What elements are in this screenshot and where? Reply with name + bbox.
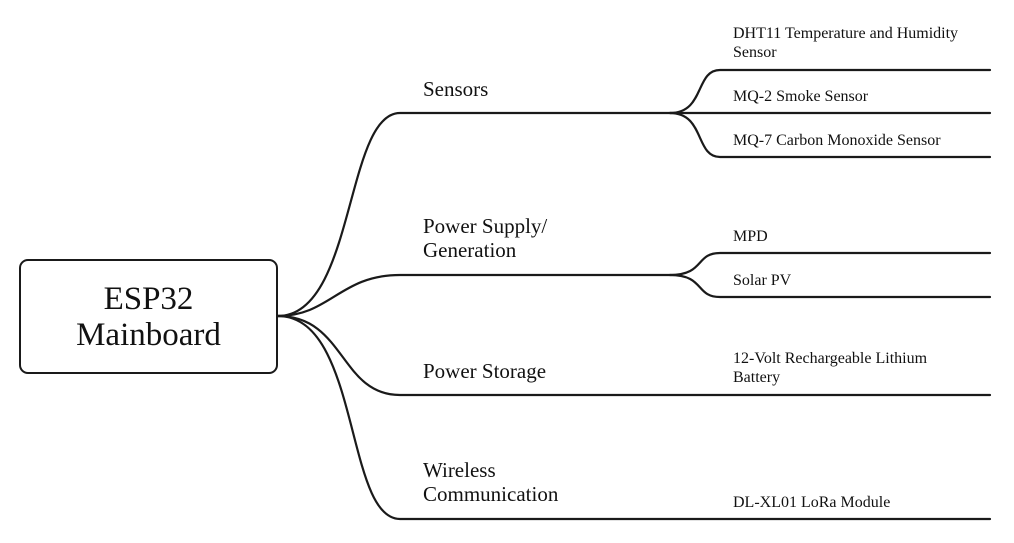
leaf-label-line1: Solar PV: [733, 272, 792, 289]
edge-power-mpd: [668, 251, 992, 277]
edge-power-solar: [668, 273, 992, 299]
branch-label-line1: Power Storage: [423, 359, 547, 383]
edge-sensors-dht11: [668, 68, 992, 115]
leaf-label-line1: 12-Volt Rechargeable Lithium: [733, 350, 928, 367]
branch-wireless: Wireless Communication: [423, 458, 558, 506]
leaf-label-line1: DL-XL01 LoRa Module: [733, 494, 891, 511]
leaf-label-line2: Battery: [733, 369, 781, 386]
branch-label-line1: Wireless: [423, 458, 496, 482]
leaf-label-line2: Sensor: [733, 44, 777, 61]
branch-sensors: Sensors: [423, 77, 488, 101]
edge-root-wireless: [276, 314, 992, 521]
root-node: ESP32 Mainboard: [19, 259, 278, 374]
leaf-label-line1: MPD: [733, 228, 768, 245]
leaf-label-line1: MQ-7 Carbon Monoxide Sensor: [733, 132, 941, 149]
branch-power-supply: Power Supply/ Generation: [423, 214, 547, 262]
edge-root-sensors: [276, 111, 672, 318]
leaf-label-line1: DHT11 Temperature and Humidity: [733, 25, 959, 42]
edge-sensors-mq7: [668, 111, 992, 159]
leaf-battery: 12-Volt Rechargeable Lithium Battery: [733, 349, 927, 387]
leaf-dht11: DHT11 Temperature and Humidity Sensor: [733, 24, 958, 62]
branch-label-line1: Power Supply/: [423, 214, 548, 238]
leaf-solar-pv: Solar PV: [733, 271, 791, 290]
branch-label-line2: Communication: [423, 482, 559, 506]
leaf-mq7: MQ-7 Carbon Monoxide Sensor: [733, 131, 941, 150]
leaf-mq2: MQ-2 Smoke Sensor: [733, 87, 868, 106]
leaf-lora: DL-XL01 LoRa Module: [733, 493, 890, 512]
branch-label-line1: Sensors: [423, 77, 489, 101]
branch-label-line2: Generation: [423, 238, 517, 262]
edge-root-power-storage: [276, 314, 992, 397]
root-label-line1: ESP32: [103, 280, 194, 317]
branch-power-storage: Power Storage: [423, 359, 546, 383]
edge-root-power-supply: [276, 273, 672, 318]
leaf-label-line1: MQ-2 Smoke Sensor: [733, 88, 869, 105]
leaf-mpd: MPD: [733, 227, 768, 246]
root-label-line2: Mainboard: [76, 316, 221, 353]
